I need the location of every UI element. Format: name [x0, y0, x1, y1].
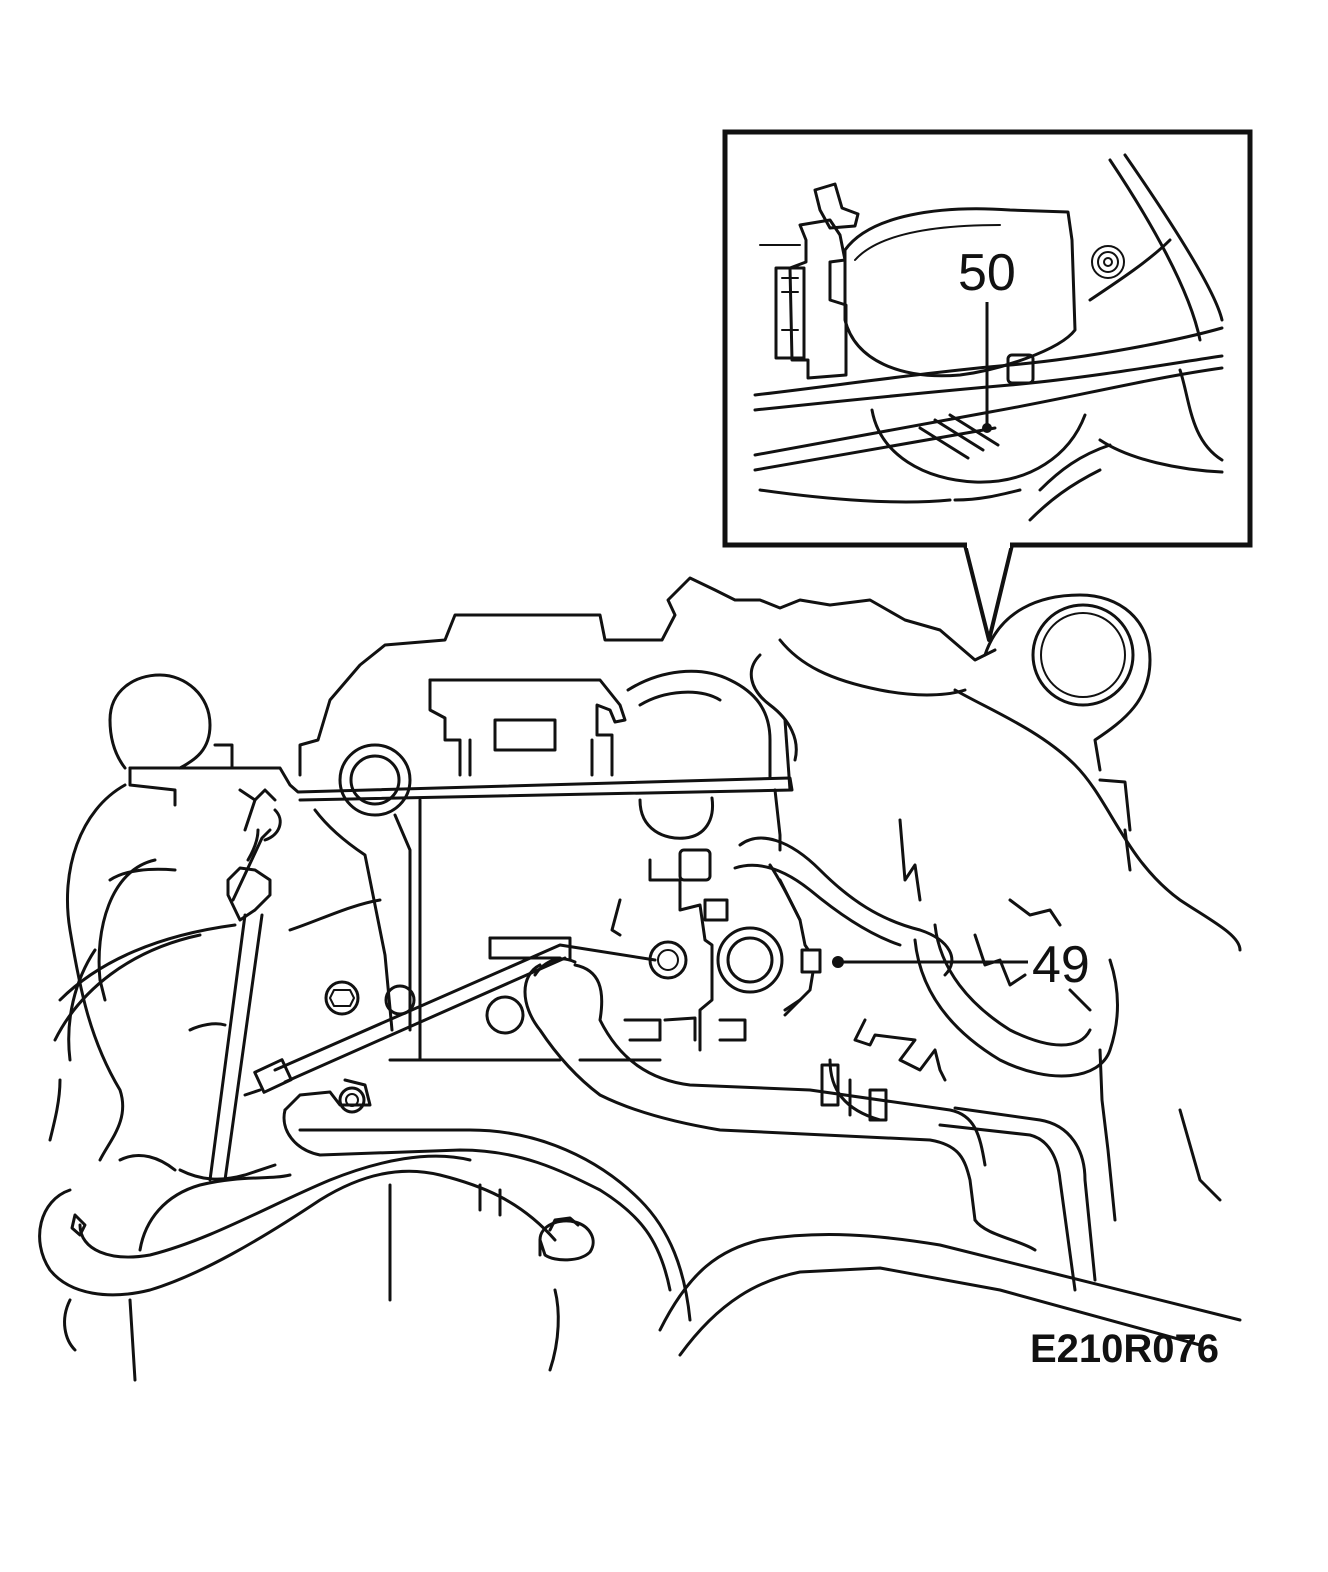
engine-drawing — [38, 576, 1242, 1382]
inset-pointer-arrow — [963, 543, 1014, 642]
callout-49-label: 49 — [1032, 936, 1090, 994]
detail-inset: 50 — [722, 129, 1253, 642]
callout-50-dot — [982, 423, 992, 433]
callout-50-label: 50 — [958, 244, 1016, 302]
figure-code: E210R076 — [1030, 1327, 1219, 1371]
inset-component-drawing — [753, 153, 1224, 522]
callout-49: 49 — [832, 936, 1090, 994]
